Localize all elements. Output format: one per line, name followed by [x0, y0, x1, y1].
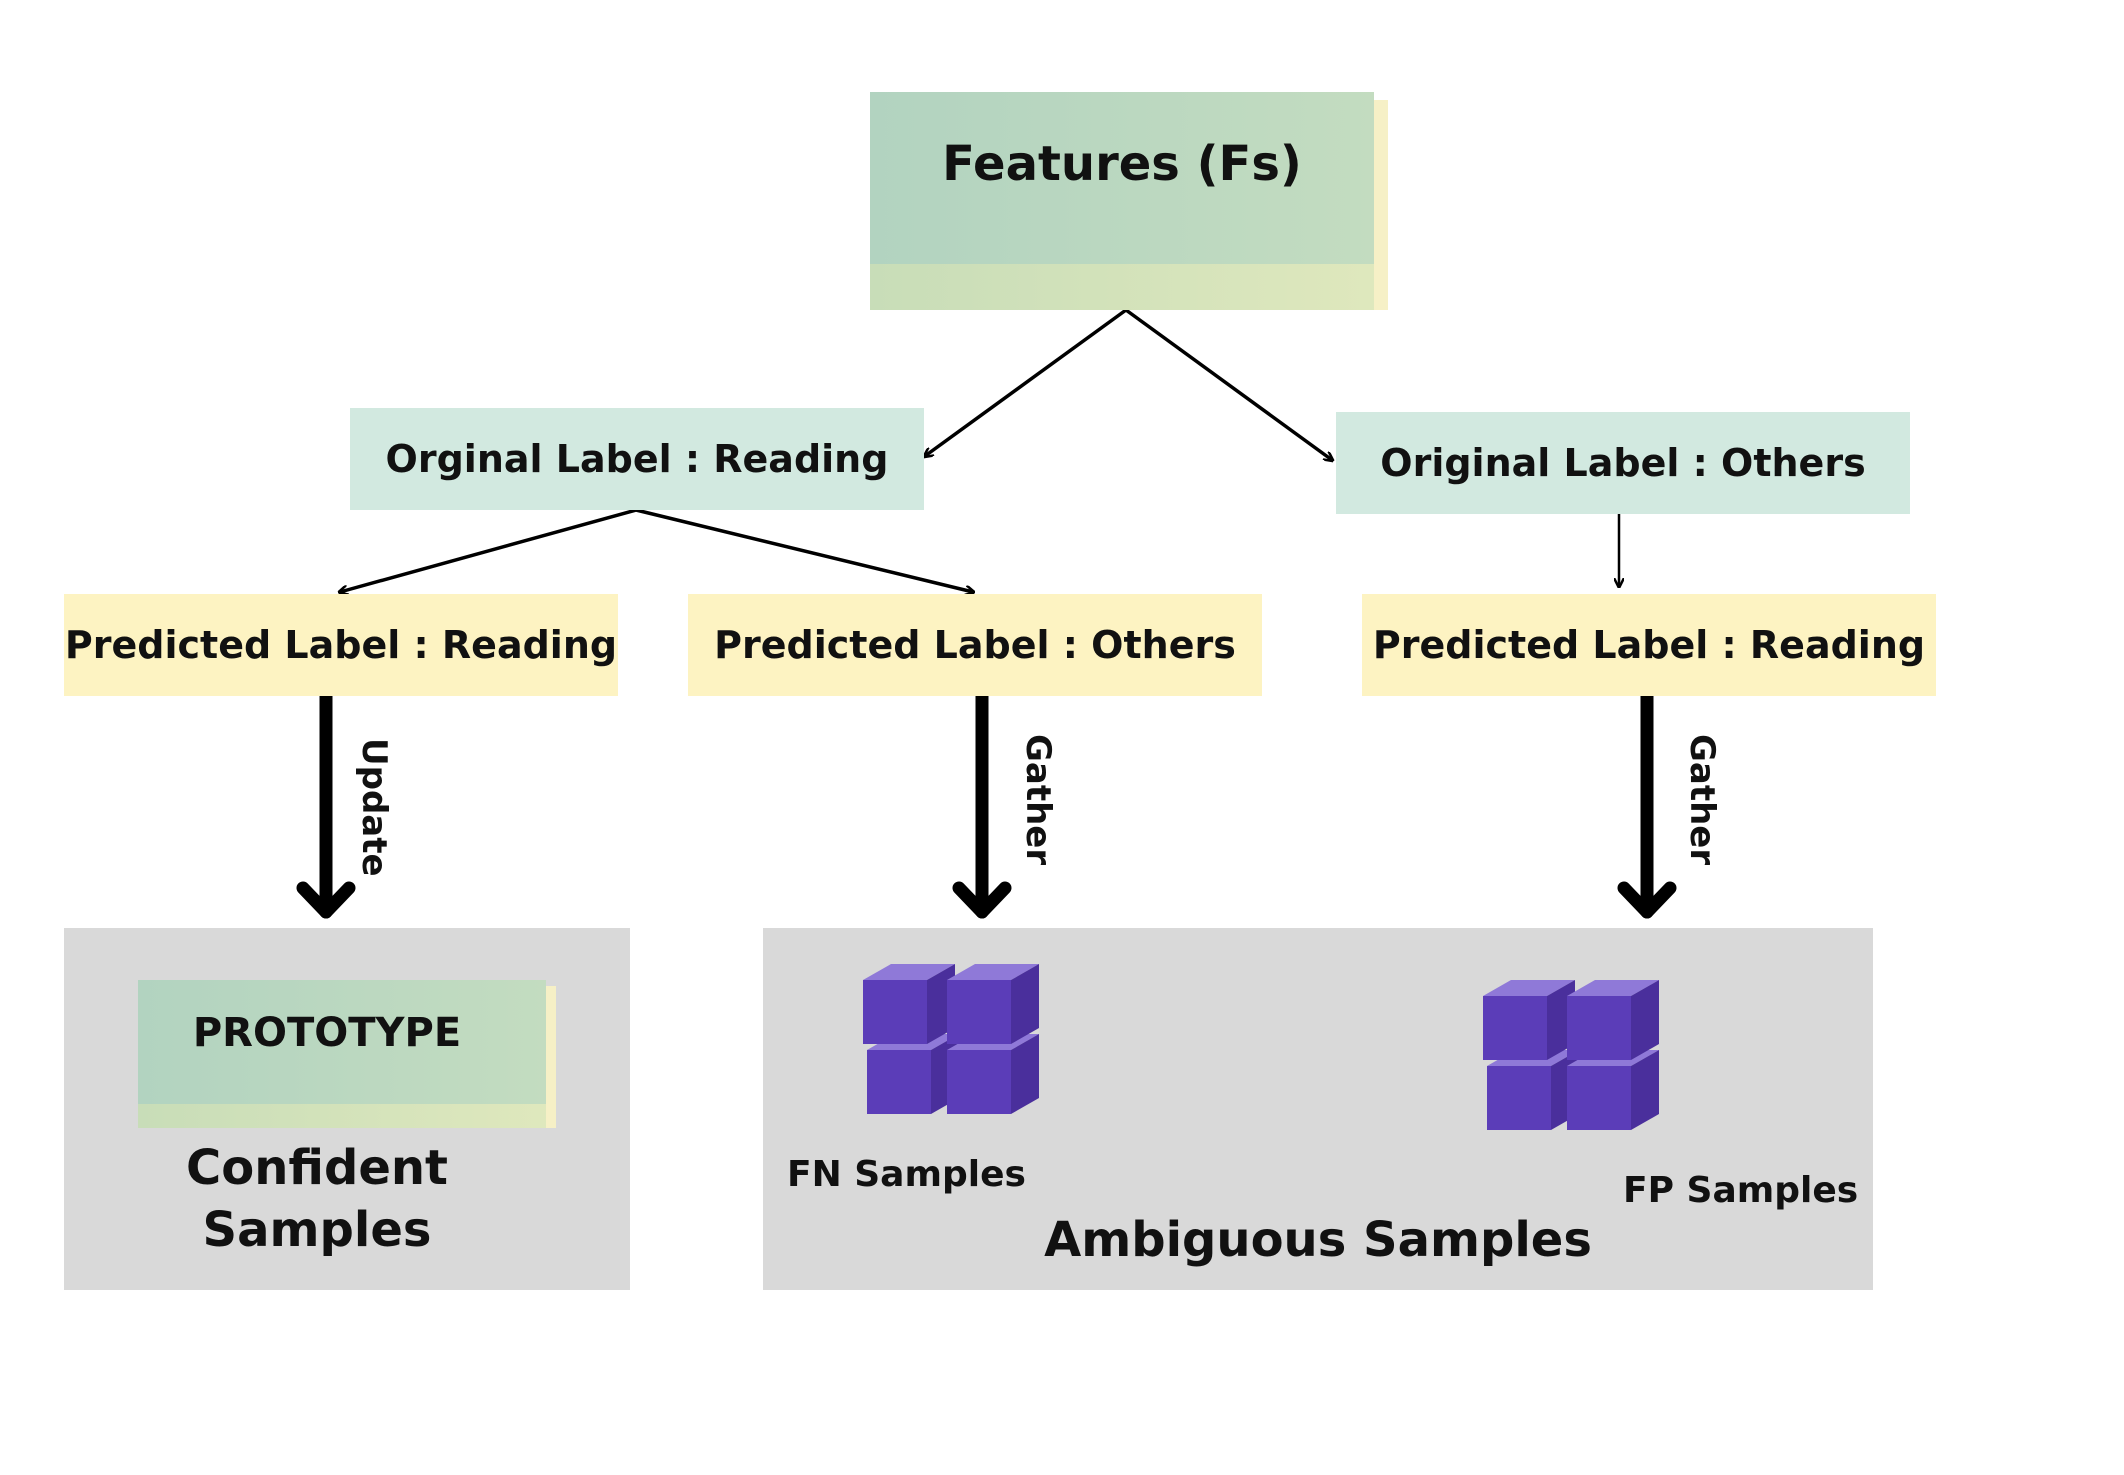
prototype-block-front — [138, 980, 546, 1104]
connector-features-to-others — [1124, 308, 1332, 460]
cube-icon — [867, 1034, 959, 1114]
confident-samples-line1: Confident — [186, 1140, 448, 1196]
connector-reading-to-pred-reading — [340, 508, 637, 592]
ambiguous-samples-title: Ambiguous Samples — [1044, 1212, 1592, 1268]
cube-icon — [1487, 1050, 1579, 1130]
cube-icon — [1483, 980, 1575, 1060]
cube-icon — [947, 1034, 1039, 1114]
features-block-front — [870, 92, 1374, 264]
fn-samples-label: FN Samples — [787, 1154, 1026, 1195]
gather-arrow-label-left: Gather — [1018, 734, 1058, 866]
update-arrow-label: Update — [354, 738, 394, 877]
features-block-bottom — [870, 264, 1384, 310]
features-label: Features (Fs) — [942, 136, 1302, 192]
prototype-block-side — [546, 986, 556, 1128]
features-block-side — [1374, 100, 1388, 310]
connector-reading-to-pred-others — [635, 508, 973, 592]
confident-samples-line2: Samples — [202, 1202, 432, 1258]
original-label-reading: Orginal Label : Reading — [350, 408, 924, 510]
prototype-block: PROTOTYPE — [138, 980, 562, 1130]
cube-icon — [1567, 1050, 1659, 1130]
connector-features-to-reading — [925, 308, 1128, 456]
fn-samples-cubes — [863, 964, 1039, 1114]
cube-icon — [947, 964, 1039, 1044]
cube-icon — [1567, 980, 1659, 1060]
prototype-label: PROTOTYPE — [192, 1010, 462, 1056]
cube-icon — [863, 964, 955, 1044]
gather-arrow-left — [952, 689, 1012, 919]
gather-arrow-label-right: Gather — [1682, 734, 1722, 866]
update-arrow — [296, 689, 356, 919]
fp-samples-label: FP Samples — [1623, 1170, 1859, 1211]
predicted-label-reading-left: Predicted Label : Reading — [64, 594, 618, 696]
predicted-label-reading-right: Predicted Label : Reading — [1362, 594, 1936, 696]
confident-samples-panel: PROTOTYPE Confident Samples — [64, 928, 630, 1290]
gather-arrow-right — [1617, 689, 1677, 919]
features-block: Features (Fs) — [870, 92, 1392, 312]
original-label-others: Original Label : Others — [1336, 412, 1910, 514]
prototype-block-bottom — [138, 1104, 552, 1128]
fp-samples-cubes — [1483, 980, 1659, 1130]
ambiguous-samples-panel: FN Samples FP Samples Ambiguous Samples — [763, 928, 1873, 1290]
predicted-label-others: Predicted Label : Others — [688, 594, 1262, 696]
